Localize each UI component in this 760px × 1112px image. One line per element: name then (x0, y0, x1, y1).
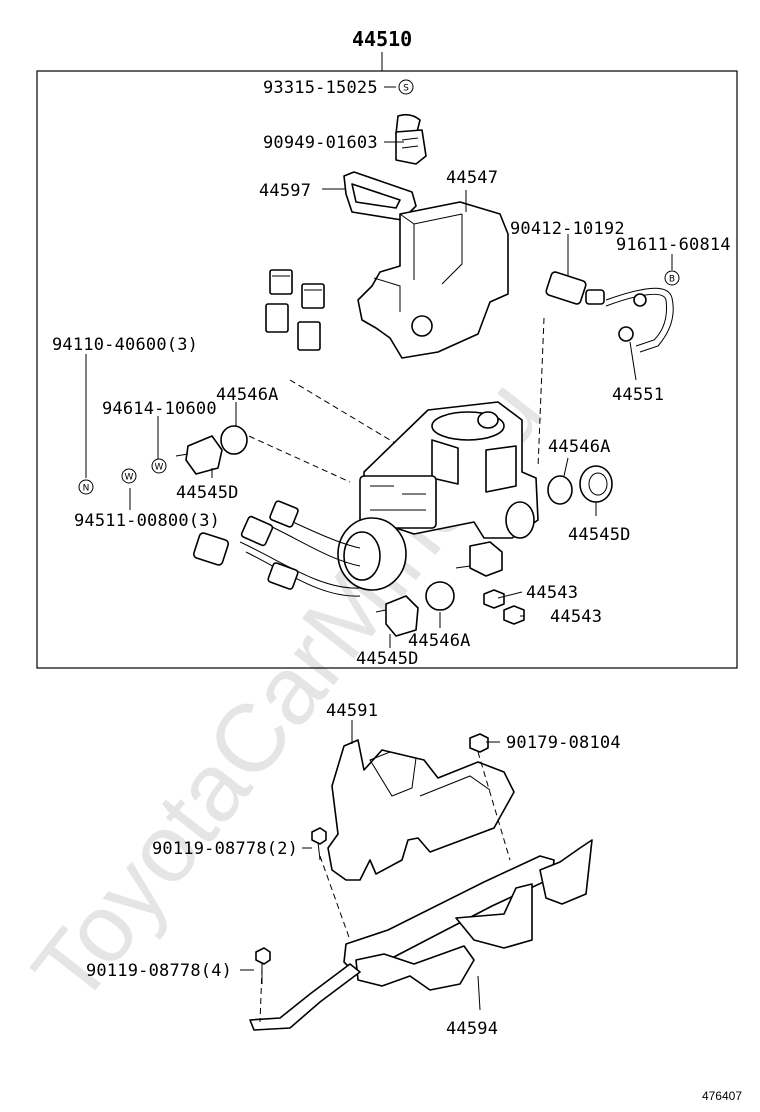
part-label-90412-10192[interactable]: 90412-10192 (510, 219, 625, 239)
mount-right-drawing (547, 465, 613, 505)
part-label-90949-01603[interactable]: 90949-01603 (263, 133, 378, 153)
part-label-44551[interactable]: 44551 (612, 385, 664, 405)
part-label-44545d-left[interactable]: 44545D (176, 483, 239, 503)
part-labels: 93315-15025 90949-01603 44597 44547 9041… (52, 78, 731, 1039)
part-label-44547[interactable]: 44547 (446, 168, 498, 188)
part-label-44546a-right[interactable]: 44546A (548, 437, 611, 457)
bracket-44594-drawing (249, 839, 593, 1031)
part-label-44591[interactable]: 44591 (326, 701, 378, 721)
left-mount-dash-line (239, 431, 351, 483)
part-label-44546a-bottom[interactable]: 44546A (408, 631, 471, 651)
part-label-44594[interactable]: 44594 (446, 1019, 498, 1039)
svg-text:W: W (155, 463, 164, 473)
part-label-44545d-right[interactable]: 44545D (568, 525, 631, 545)
part-label-44543-a[interactable]: 44543 (526, 583, 578, 603)
reference-code: 476407 (702, 1089, 742, 1103)
cover-44547-drawing (357, 201, 509, 359)
mount-left-drawing (175, 425, 248, 475)
part-label-91611-60814[interactable]: 91611-60814 (616, 235, 731, 255)
nuts-44543-drawing (483, 589, 525, 625)
mount-bottom-drawing (375, 581, 455, 637)
assembly-frame (36, 70, 738, 669)
part-label-93315-15025[interactable]: 93315-15025 (263, 78, 378, 98)
part-label-44546a-left[interactable]: 44546A (216, 385, 279, 405)
symbol-s-icon: S (398, 79, 414, 95)
bracket-44591-drawing (327, 739, 515, 881)
svg-text:N: N (83, 484, 90, 494)
leader-lines (85, 86, 673, 1011)
lower-dash-line-b (319, 855, 351, 941)
bolt-90119-4-drawing (255, 947, 271, 984)
part-label-94110-40600[interactable]: 94110-40600(3) (52, 335, 198, 355)
assembly-number-label[interactable]: 44510 (352, 27, 412, 51)
part-label-90119-08778-4[interactable]: 90119-08778(4) (86, 961, 232, 981)
part-label-94511-00800[interactable]: 94511-00800(3) (74, 511, 220, 531)
relay-dash-line (289, 379, 411, 453)
part-label-90119-08778-2[interactable]: 90119-08778(2) (152, 839, 298, 859)
bolt-90119-2-drawing (311, 827, 327, 861)
harness-drawing (192, 500, 361, 597)
actuator-drawing (337, 401, 539, 591)
lower-dash-line-a (477, 751, 511, 861)
bolt-93315-drawing (395, 113, 427, 165)
bolt-90179-drawing (469, 733, 489, 753)
symbol-b-icon: B (664, 270, 680, 286)
part-label-44597[interactable]: 44597 (259, 181, 311, 201)
part-label-44545d-bottom[interactable]: 44545D (356, 649, 419, 669)
symbol-w-icon-2: W (121, 468, 137, 484)
part-label-94614-10600[interactable]: 94614-10600 (102, 399, 217, 419)
part-label-44543-b[interactable]: 44543 (550, 607, 602, 627)
relays-drawing (265, 269, 325, 351)
lower-dash-line-c (259, 967, 263, 1023)
pipe-44551-drawing (545, 271, 674, 353)
svg-text:S: S (403, 84, 409, 94)
cover-dash-line (537, 317, 545, 469)
symbol-n-icon: N (78, 479, 94, 495)
part-label-90179-08104[interactable]: 90179-08104 (506, 733, 621, 753)
svg-text:B: B (669, 275, 675, 285)
svg-text:W: W (125, 473, 134, 483)
symbol-w-icon: W (151, 458, 167, 474)
